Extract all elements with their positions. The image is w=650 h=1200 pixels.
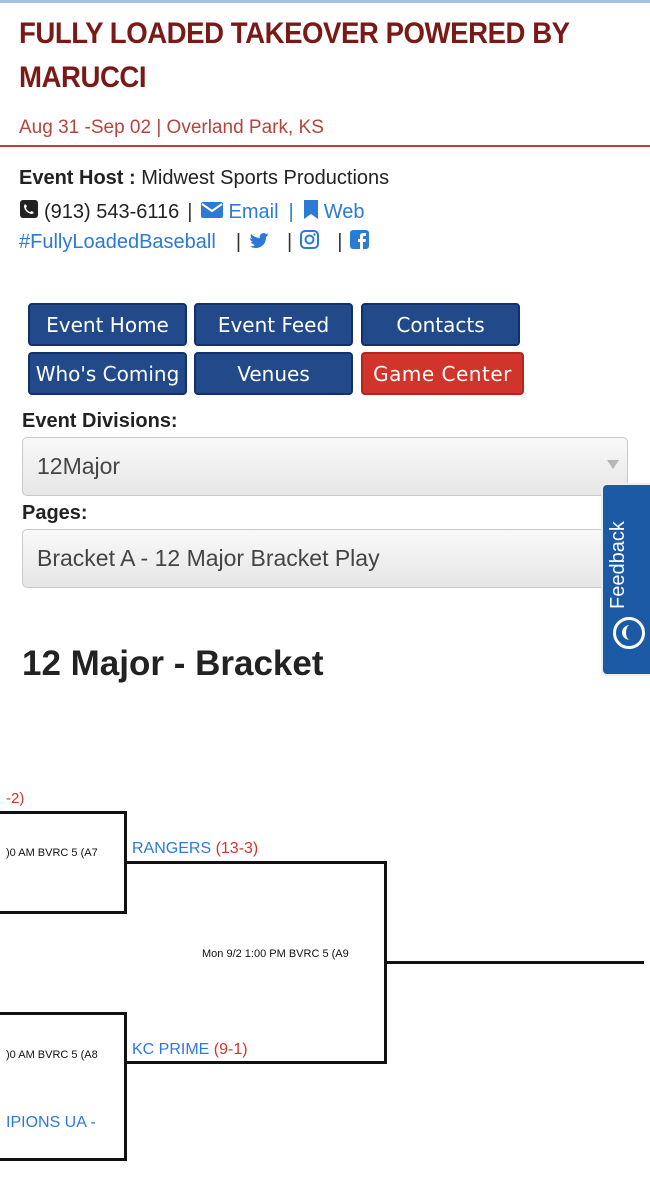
event-title: FULLY LOADED TAKEOVER POWERED BY MARUCCI [19,17,570,94]
email-link[interactable]: Email [228,200,279,223]
team-name: RANGERS [132,840,212,857]
separator: | [288,200,294,223]
pages-label: Pages: [22,502,88,524]
envelope-icon[interactable] [200,201,223,224]
bracket-line [0,1012,127,1015]
bracket-line [0,1158,127,1161]
hashtag-link[interactable]: #FullyLoadedBaseball [19,231,216,253]
team-record: (9-1) [213,1041,248,1058]
event-divisions-label: Event Divisions: [22,410,178,432]
event-feed-button[interactable]: Event Feed [194,303,353,346]
bracket-team-fragment: -2) [6,790,25,807]
separator: | [337,231,343,253]
separator: | [287,231,293,253]
bracket-line [124,1012,127,1161]
separator: | [187,200,193,223]
bracket-line [384,961,644,964]
game-center-button[interactable]: Game Center [361,352,524,395]
bracket: -2) )0 AM BVRC 5 (A7 RANGERS (13-3) Mon … [0,780,650,1180]
bookmark-icon[interactable] [303,199,318,225]
twitter-icon[interactable] [249,231,270,254]
division-select[interactable]: 12Major [22,437,628,496]
contact-line: (913) 543-6116 | Email | Web [19,199,364,225]
feedback-tab[interactable]: Feedback [601,483,650,676]
venues-button[interactable]: Venues [194,352,353,395]
team-rangers[interactable]: RANGERS (13-3) [132,840,258,858]
event-host-label: Event Host : [19,167,136,189]
game-a9-info: Mon 9/2 1:00 PM BVRC 5 (A9 [202,948,349,960]
feedback-icon [613,617,645,649]
separator: | [235,231,242,253]
instagram-icon[interactable] [300,230,320,255]
facebook-icon[interactable] [350,230,370,255]
header-divider [0,145,650,147]
event-host: Event Host : Midwest Sports Productions [19,167,389,190]
team-name: KC PRIME [132,1041,210,1058]
team-fragment[interactable]: IPIONS UA - [6,1114,96,1131]
social-line: #FullyLoadedBaseball | | | [19,230,370,255]
web-link[interactable]: Web [323,200,365,223]
game-a7-info: )0 AM BVRC 5 (A7 [6,847,98,859]
event-host-name: Midwest Sports Productions [141,167,390,189]
bracket-line [0,811,127,814]
chevron-down-icon [607,460,619,469]
whos-coming-button[interactable]: Who's Coming [28,352,187,395]
game-a8-info: )0 AM BVRC 5 (A8 [6,1049,98,1061]
event-home-button[interactable]: Event Home [28,303,187,346]
bracket-heading: 12 Major - Bracket [22,644,324,683]
phone-number[interactable]: (913) 543-6116 [44,200,180,223]
bracket-line [0,911,127,914]
team-kc-prime[interactable]: KC PRIME (9-1) [132,1041,248,1059]
contacts-button[interactable]: Contacts [361,303,520,346]
event-dates-location: Aug 31 -Sep 02 | Overland Park, KS [19,117,324,138]
page-select[interactable]: Bracket A - 12 Major Bracket Play [22,529,628,588]
division-select-value: 12Major [37,453,121,479]
top-strip [0,0,650,3]
page-select-value: Bracket A - 12 Major Bracket Play [37,545,380,571]
feedback-label: Feedback [607,521,629,609]
phone-icon [19,199,39,225]
bracket-line [124,1061,387,1064]
team-record: (13-3) [215,840,259,857]
bracket-line [124,861,387,864]
